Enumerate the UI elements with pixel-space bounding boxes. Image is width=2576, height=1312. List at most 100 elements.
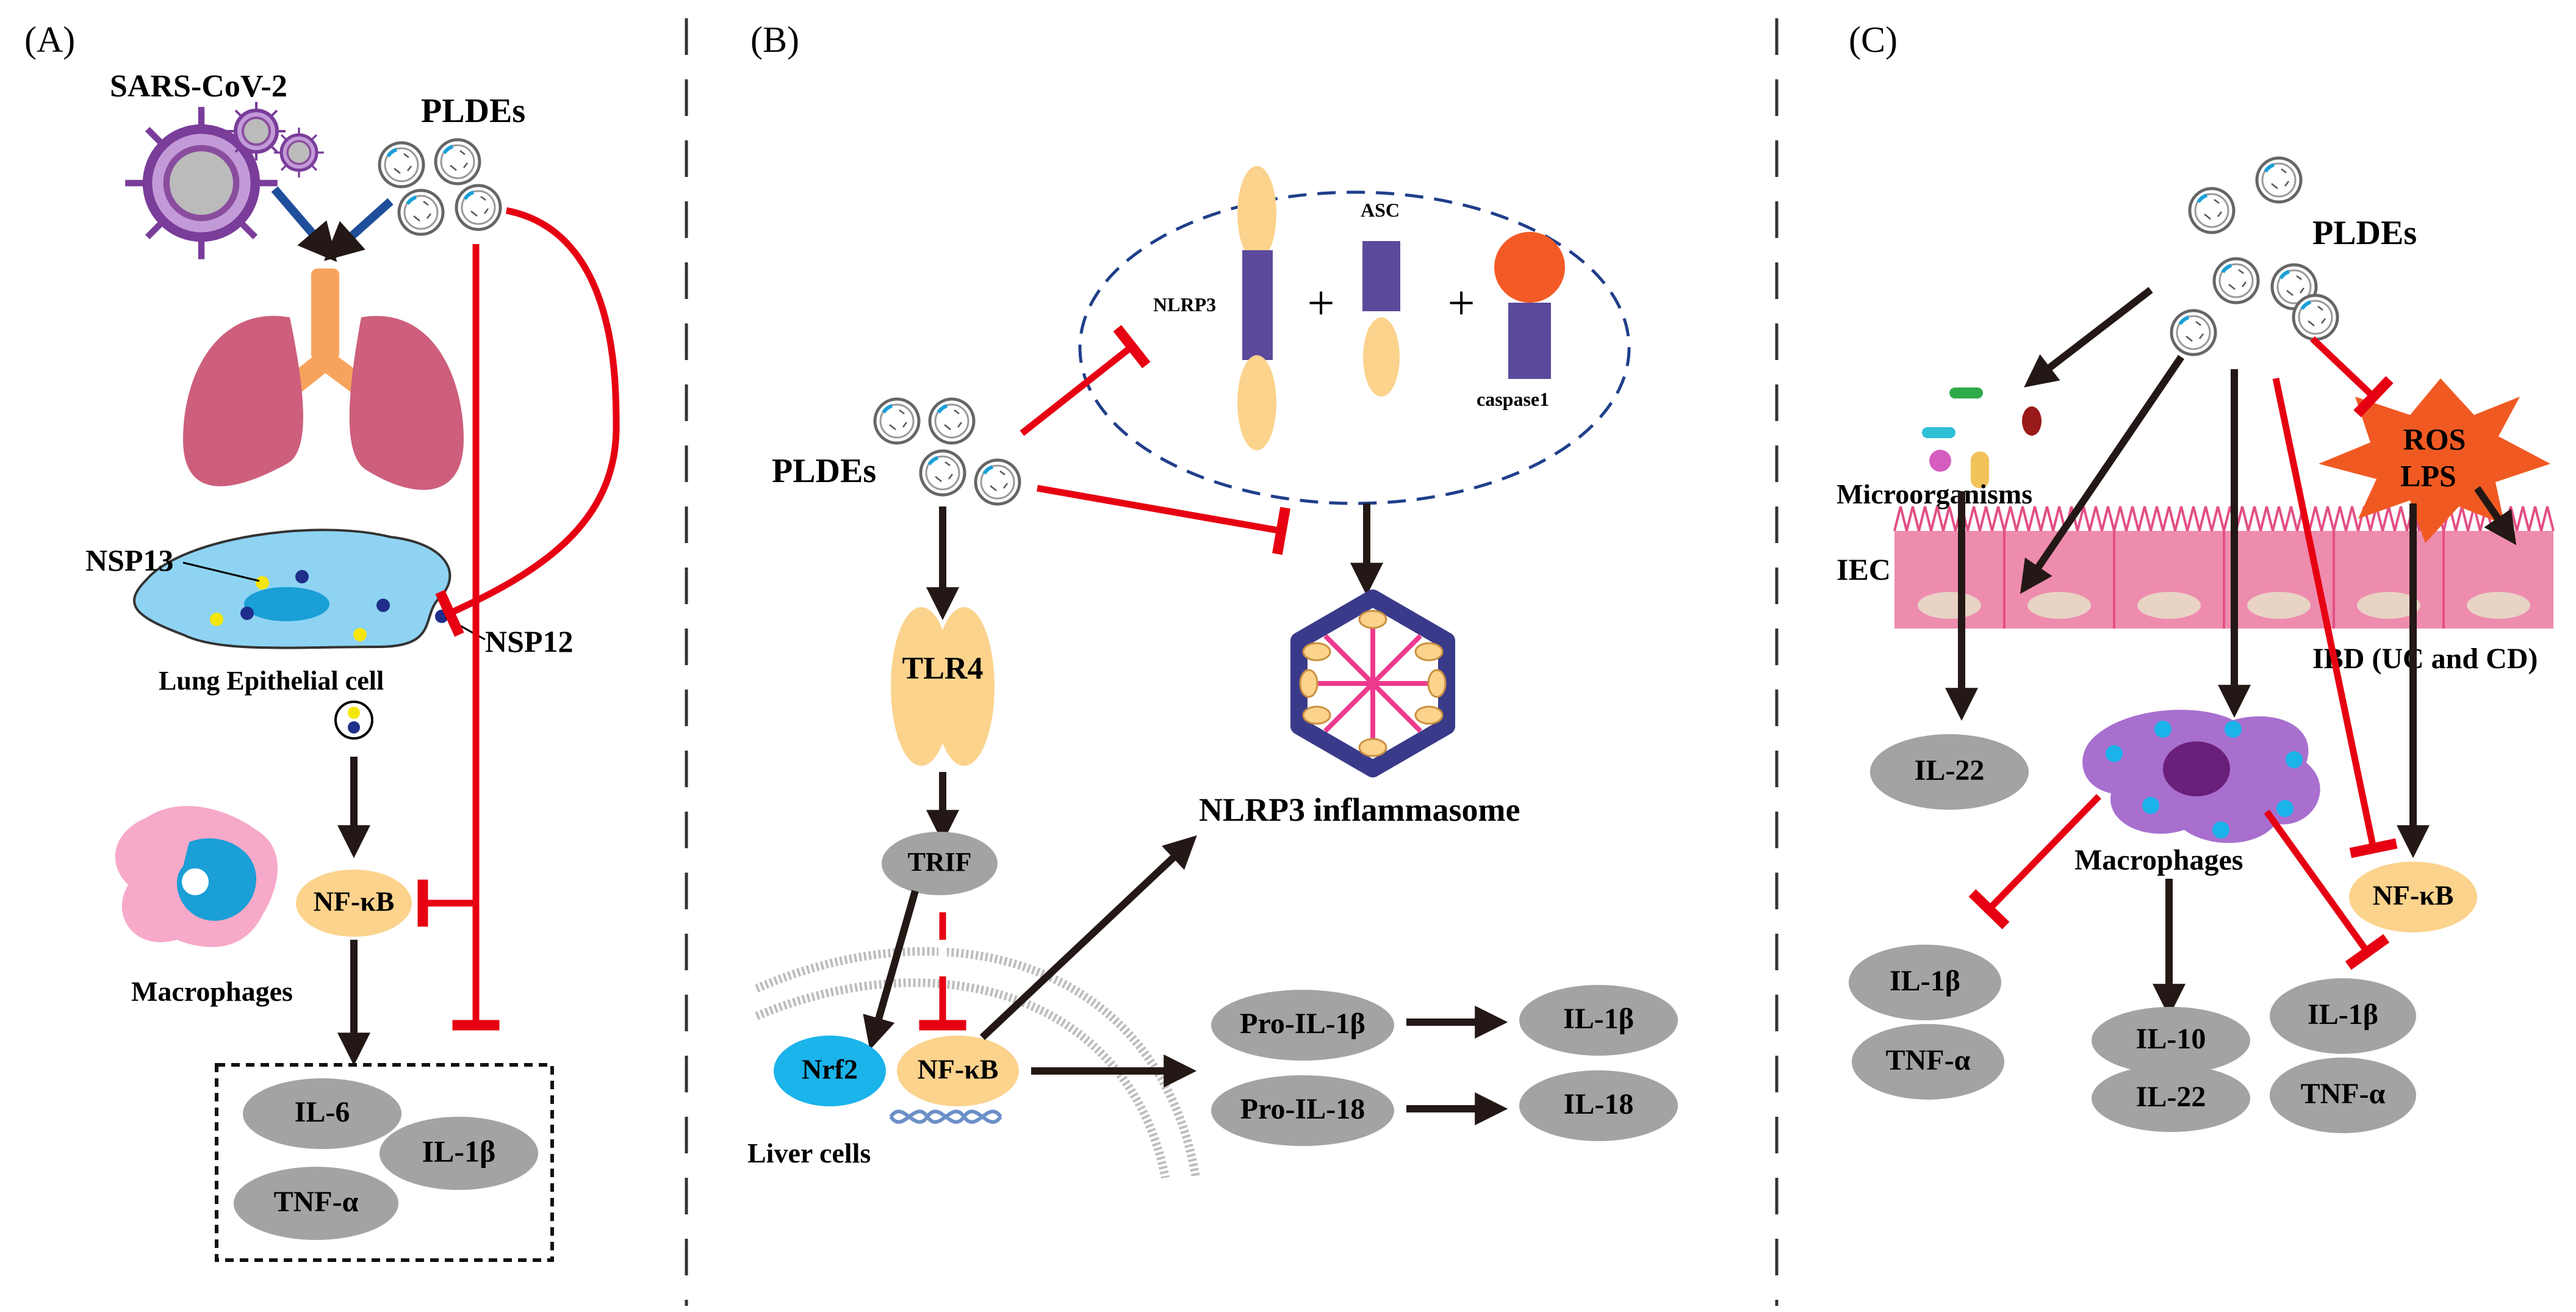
pldes-label-a: PLDEs: [421, 92, 525, 130]
svg-text:NF-κB: NF-κB: [314, 886, 395, 917]
pldes-vesicles-c: [2171, 158, 2337, 355]
pldes-to-nfkb-inhibition-c: [2272, 377, 2398, 859]
virus-to-lung-arrow: [271, 186, 337, 262]
ros-lps-star: [2319, 378, 2550, 543]
macrophage-illustration-c: [2082, 710, 2320, 843]
microorganisms-label: Microorganisms: [1837, 478, 2032, 510]
trif-to-nrf2-arrow: [863, 890, 919, 1050]
ros-label: ROS: [2403, 422, 2466, 456]
nsp13-label: NSP13: [85, 543, 173, 577]
macrophage-illustration-a: [115, 806, 278, 947]
il1b-node-a: IL-1β: [380, 1117, 538, 1190]
nsp13-pointer: [182, 561, 260, 582]
pldes-label-b: PLDEs: [772, 452, 876, 490]
svg-text:IL-18: IL-18: [1564, 1088, 1634, 1120]
nfkb-to-inflammasome-arrow: [979, 835, 1197, 1040]
caspase1-label: caspase1: [1477, 388, 1549, 410]
nrf2-node: Nrf2: [774, 1036, 886, 1106]
il1b-node-b: IL-1β: [1519, 985, 1678, 1056]
svg-text:Pro-IL-18: Pro-IL-18: [1240, 1093, 1365, 1125]
il10-node: IL-10: [2092, 1007, 2250, 1074]
tnfa-node-c-right: TNF-α: [2270, 1058, 2416, 1133]
pldes-to-iec-arrow: [2020, 355, 2184, 594]
pro-il1b-node: Pro-IL-1β: [1211, 990, 1394, 1061]
svg-text:IL-22: IL-22: [1915, 754, 1985, 787]
panel-label-a: (A): [24, 20, 75, 60]
lung-epithelial-cell: [133, 528, 452, 649]
trif-node: TRIF: [882, 832, 998, 895]
nsp12-label: NSP12: [485, 624, 573, 658]
pldes-to-microorganisms-arrow: [2024, 287, 2153, 387]
svg-text:TNF-α: TNF-α: [1886, 1044, 1971, 1076]
iec-layer: [1893, 506, 2555, 629]
pldes-to-ros-inhibition: [2310, 336, 2394, 417]
panel-label-c: (C): [1849, 20, 1898, 60]
svg-text:TLR4: TLR4: [902, 651, 984, 686]
pldes-to-inflammasome-inhibition: [1037, 485, 1290, 555]
il1b-node-c-right: IL-1β: [2270, 978, 2416, 1054]
iec-label: IEC: [1837, 552, 1891, 586]
dna-helix: [889, 1109, 1002, 1124]
svg-text:IL-10: IL-10: [2136, 1023, 2206, 1055]
lungs-illustration: [183, 269, 464, 490]
pldes-label-c: PLDEs: [2312, 214, 2417, 252]
il22-node-left: IL-22: [1870, 734, 2029, 810]
svg-text:IL-6: IL-6: [295, 1096, 350, 1128]
nsp-complex-icon: [334, 701, 373, 740]
nlrp3-inflammasome-illustration: [1290, 589, 1455, 777]
svg-text:IL-1β: IL-1β: [1563, 1003, 1634, 1035]
nlrp3-protein: [1237, 166, 1276, 450]
tnfa-node-a: TNF-α: [234, 1167, 398, 1240]
il1b-node-c-left: IL-1β: [1849, 945, 2001, 1020]
macrophage-to-il1b-left-inhibition: [1968, 794, 2101, 929]
virus-label: SARS-CoV-2: [110, 69, 287, 104]
panel-label-b: (B): [750, 20, 799, 60]
pro-il18-node: Pro-IL-18: [1211, 1075, 1394, 1146]
ros-to-iec-arrow: [2474, 486, 2517, 546]
il22-node-mid: IL-22: [2092, 1065, 2250, 1132]
plus-sign-1: +: [1307, 276, 1334, 330]
svg-text:IL-1β: IL-1β: [2308, 998, 2378, 1031]
svg-text:Nrf2: Nrf2: [802, 1054, 858, 1085]
tlr4-receptor: TLR4: [891, 607, 995, 766]
svg-text:NF-κB: NF-κB: [2373, 880, 2454, 911]
virus-particles: [125, 102, 324, 259]
caspase1-protein: [1494, 232, 1565, 379]
ibd-label: IBD (UC and CD): [2312, 643, 2538, 675]
pldes-vesicles-a: [380, 140, 500, 234]
svg-text:TNF-α: TNF-α: [274, 1186, 359, 1218]
svg-text:IL-22: IL-22: [2136, 1081, 2206, 1113]
lung-cell-label: Lung Epithelial cell: [159, 666, 384, 696]
nfkb-node-b: NF-κB: [897, 1036, 1019, 1106]
nfkb-node-a: NF-κB: [296, 870, 412, 937]
nucleus-membrane: [755, 947, 1200, 1179]
svg-text:TNF-α: TNF-α: [2301, 1078, 2386, 1110]
lps-label: LPS: [2400, 458, 2456, 492]
svg-text:TRIF: TRIF: [907, 847, 971, 877]
plus-sign-2: +: [1447, 276, 1475, 330]
liver-cells-label: Liver cells: [747, 1137, 871, 1169]
svg-text:Pro-IL-1β: Pro-IL-1β: [1240, 1007, 1365, 1040]
microorganisms-illustration: [1922, 387, 2042, 488]
pldes-to-nsp12-inhibition: [435, 207, 620, 637]
pldes-vesicles-b: [875, 399, 1020, 504]
inflammasome-components-boundary: [1078, 190, 1631, 505]
il18-node: IL-18: [1519, 1070, 1678, 1141]
svg-text:IL-1β: IL-1β: [1890, 965, 1960, 997]
pldes-to-lung-arrow: [323, 198, 394, 261]
inflammasome-label: NLRP3 inflammasome: [1199, 791, 1520, 828]
cytokine-box-a: [215, 1063, 554, 1262]
tnfa-node-c-left: TNF-α: [1852, 1024, 2004, 1100]
asc-protein: [1362, 241, 1400, 397]
svg-text:NF-κB: NF-κB: [918, 1054, 999, 1085]
pldes-to-nlrp3-inhibition: [1020, 325, 1151, 436]
nfkb-node-c: NF-κB: [2349, 862, 2477, 932]
nlrp3-label: NLRP3: [1153, 294, 1216, 315]
il6-node-a: IL-6: [243, 1078, 401, 1149]
macrophage-to-il1b-right-inhibition: [2264, 809, 2390, 970]
asc-label: ASC: [1361, 199, 1400, 221]
macrophages-label-a: Macrophages: [131, 976, 293, 1007]
macrophages-label-c: Macrophages: [2074, 844, 2243, 876]
svg-text:IL-1β: IL-1β: [422, 1134, 496, 1168]
